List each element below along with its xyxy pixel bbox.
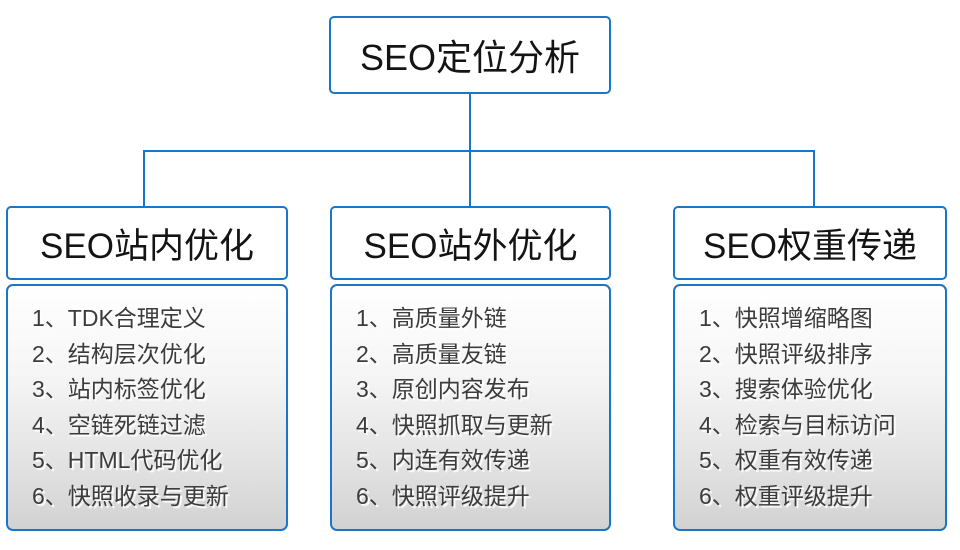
list-item: 5、权重有效传递	[699, 447, 873, 473]
column-header-weight: SEO权重传递	[673, 206, 947, 280]
list-item: 3、站内标签优化	[32, 376, 206, 402]
list-item: 2、结构层次优化	[32, 340, 206, 367]
column-header-offsite: SEO站外优化	[330, 206, 611, 280]
list-item: 1、快照增缩略图	[699, 305, 873, 331]
list-item: 2、快照评级排序	[699, 340, 873, 367]
list-item: 4、快照抓取与更新	[356, 411, 553, 438]
list-item: 4、空链死链过滤	[32, 411, 206, 438]
list-item: 6、快照评级提升	[356, 482, 530, 509]
list-item: 5、HTML代码优化	[32, 447, 223, 473]
root-node-seo-positioning: SEO定位分析	[329, 16, 611, 94]
column-panel-onsite: 1、TDK合理定义 2、结构层次优化 3、站内标签优化 4、空链死链过滤 5、H…	[6, 284, 288, 531]
connector-horizontal-bus	[143, 150, 815, 152]
list-item: 3、搜索体验优化	[699, 376, 873, 402]
connector-drop-right	[813, 150, 815, 206]
column-header-offsite-title: SEO站外优化	[363, 226, 578, 266]
column-panel-offsite: 1、高质量外链 2、高质量友链 3、原创内容发布 4、快照抓取与更新 5、内连有…	[330, 284, 611, 531]
column-header-onsite-title: SEO站内优化	[40, 226, 254, 266]
column-header-weight-title: SEO权重传递	[703, 226, 917, 266]
connector-drop-left	[143, 150, 145, 206]
list-item: 4、检索与目标访问	[699, 411, 896, 438]
column-header-onsite: SEO站内优化	[6, 206, 288, 280]
list-item: 1、TDK合理定义	[32, 305, 206, 331]
list-item: 6、权重评级提升	[699, 482, 873, 509]
column-panel-weight: 1、快照增缩略图 2、快照评级排序 3、搜索体验优化 4、检索与目标访问 5、权…	[673, 284, 947, 531]
list-item: 5、内连有效传递	[356, 447, 530, 473]
list-item: 2、高质量友链	[356, 340, 507, 367]
list-item: 3、原创内容发布	[356, 376, 530, 402]
connector-root-stem	[469, 93, 471, 151]
list-item: 1、高质量外链	[356, 305, 507, 331]
root-node-title: SEO定位分析	[359, 37, 581, 78]
connector-drop-middle	[469, 150, 471, 206]
list-item: 6、快照收录与更新	[32, 482, 229, 509]
